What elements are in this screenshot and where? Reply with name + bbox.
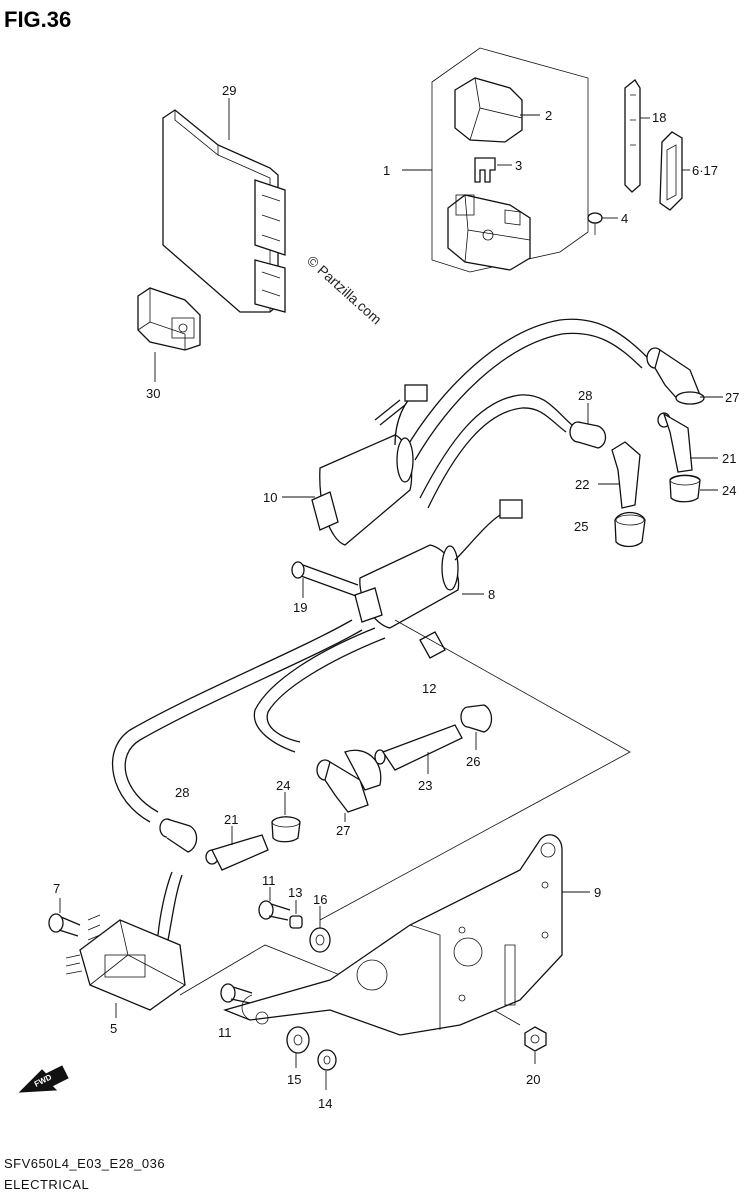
callout-6-17: 6·17 bbox=[692, 163, 718, 178]
callout-30: 30 bbox=[146, 386, 160, 401]
callout-14: 14 bbox=[318, 1096, 332, 1111]
callout-21-lower: 21 bbox=[224, 812, 238, 827]
bolt-11-lower[interactable] bbox=[220, 983, 253, 1004]
ref-line-upper bbox=[319, 619, 631, 921]
callout-7: 7 bbox=[53, 881, 60, 896]
fwd-arrow-icon: FWD bbox=[18, 1065, 69, 1093]
callout-19: 19 bbox=[293, 600, 307, 615]
cushion-16[interactable] bbox=[309, 927, 331, 953]
callout-24-lower: 24 bbox=[276, 778, 290, 793]
figure-title: FIG.36 bbox=[4, 7, 71, 32]
clamp-6-17[interactable] bbox=[659, 131, 683, 211]
callout-24-upper: 24 bbox=[722, 483, 736, 498]
cap-24-lower[interactable] bbox=[271, 816, 301, 843]
watermark: © Partzilla.com bbox=[304, 252, 385, 327]
bolt-7[interactable] bbox=[48, 913, 81, 937]
cable-tie-18[interactable] bbox=[624, 79, 641, 193]
relay-cover-2[interactable] bbox=[454, 77, 523, 143]
callout-29: 29 bbox=[222, 83, 236, 98]
lower-ht-lead bbox=[111, 619, 386, 823]
callout-5: 5 bbox=[110, 1021, 117, 1036]
bolt-19[interactable] bbox=[291, 561, 359, 597]
cap-26[interactable] bbox=[460, 704, 493, 733]
callout-28-upper: 28 bbox=[578, 388, 592, 403]
callout-20: 20 bbox=[526, 1072, 540, 1087]
plug-cap-22[interactable] bbox=[611, 441, 641, 509]
bracket-9[interactable] bbox=[222, 834, 563, 1036]
callout-9: 9 bbox=[594, 885, 601, 900]
callout-26: 26 bbox=[466, 754, 480, 769]
ignition-coil-8[interactable] bbox=[354, 499, 523, 629]
drawing-code: SFV650L4_E03_E28_036 bbox=[4, 1156, 165, 1171]
plug-cap-27-lower[interactable] bbox=[316, 749, 382, 813]
callout-27-upper: 27 bbox=[725, 390, 739, 405]
callout-1: 1 bbox=[383, 163, 390, 178]
relay-group-outline bbox=[431, 47, 589, 273]
callout-2: 2 bbox=[545, 108, 552, 123]
regulator-5[interactable] bbox=[65, 871, 186, 1011]
callout-10: 10 bbox=[263, 490, 277, 505]
callout-28-lower: 28 bbox=[175, 785, 189, 800]
callout-16: 16 bbox=[313, 892, 327, 907]
cushion-15[interactable] bbox=[286, 1026, 310, 1054]
callout-21-upper: 21 bbox=[722, 451, 736, 466]
callout-12: 12 bbox=[422, 681, 436, 696]
callout-15: 15 bbox=[287, 1072, 301, 1087]
grommet-28-upper[interactable] bbox=[569, 421, 607, 449]
washer-14[interactable] bbox=[317, 1049, 337, 1071]
fuse-3[interactable] bbox=[474, 157, 496, 183]
tube-12[interactable] bbox=[419, 631, 446, 659]
callout-23: 23 bbox=[418, 778, 432, 793]
screw-4[interactable] bbox=[587, 212, 603, 235]
ecm-unit[interactable] bbox=[162, 109, 286, 313]
upper-ht-lead bbox=[404, 318, 651, 509]
collar-13[interactable] bbox=[289, 915, 303, 929]
ignition-coil-10[interactable] bbox=[311, 384, 428, 546]
callout-3: 3 bbox=[515, 158, 522, 173]
callout-11-upper: 11 bbox=[262, 873, 276, 888]
callout-27-lower: 27 bbox=[336, 823, 350, 838]
section-name: ELECTRICAL bbox=[4, 1177, 89, 1192]
grommet-28-lower[interactable] bbox=[159, 818, 198, 853]
callout-8: 8 bbox=[488, 587, 495, 602]
connector-30[interactable] bbox=[137, 287, 201, 351]
plug-cap-27-upper[interactable] bbox=[646, 347, 705, 405]
callout-25: 25 bbox=[574, 519, 588, 534]
callout-13: 13 bbox=[288, 885, 302, 900]
callout-22: 22 bbox=[575, 477, 589, 492]
cap-25[interactable] bbox=[614, 511, 646, 548]
plug-cap-21-upper[interactable] bbox=[657, 412, 693, 473]
nut-20[interactable] bbox=[524, 1026, 547, 1052]
plug-cap-21-lower[interactable] bbox=[205, 834, 269, 871]
callout-4: 4 bbox=[621, 211, 628, 226]
cap-24-upper[interactable] bbox=[669, 474, 701, 503]
callout-11-lower: 11 bbox=[218, 1025, 232, 1040]
bolt-11-upper[interactable] bbox=[258, 900, 291, 921]
starter-relay[interactable] bbox=[447, 194, 531, 271]
callout-18: 18 bbox=[652, 110, 666, 125]
plug-cap-23[interactable] bbox=[374, 724, 463, 771]
